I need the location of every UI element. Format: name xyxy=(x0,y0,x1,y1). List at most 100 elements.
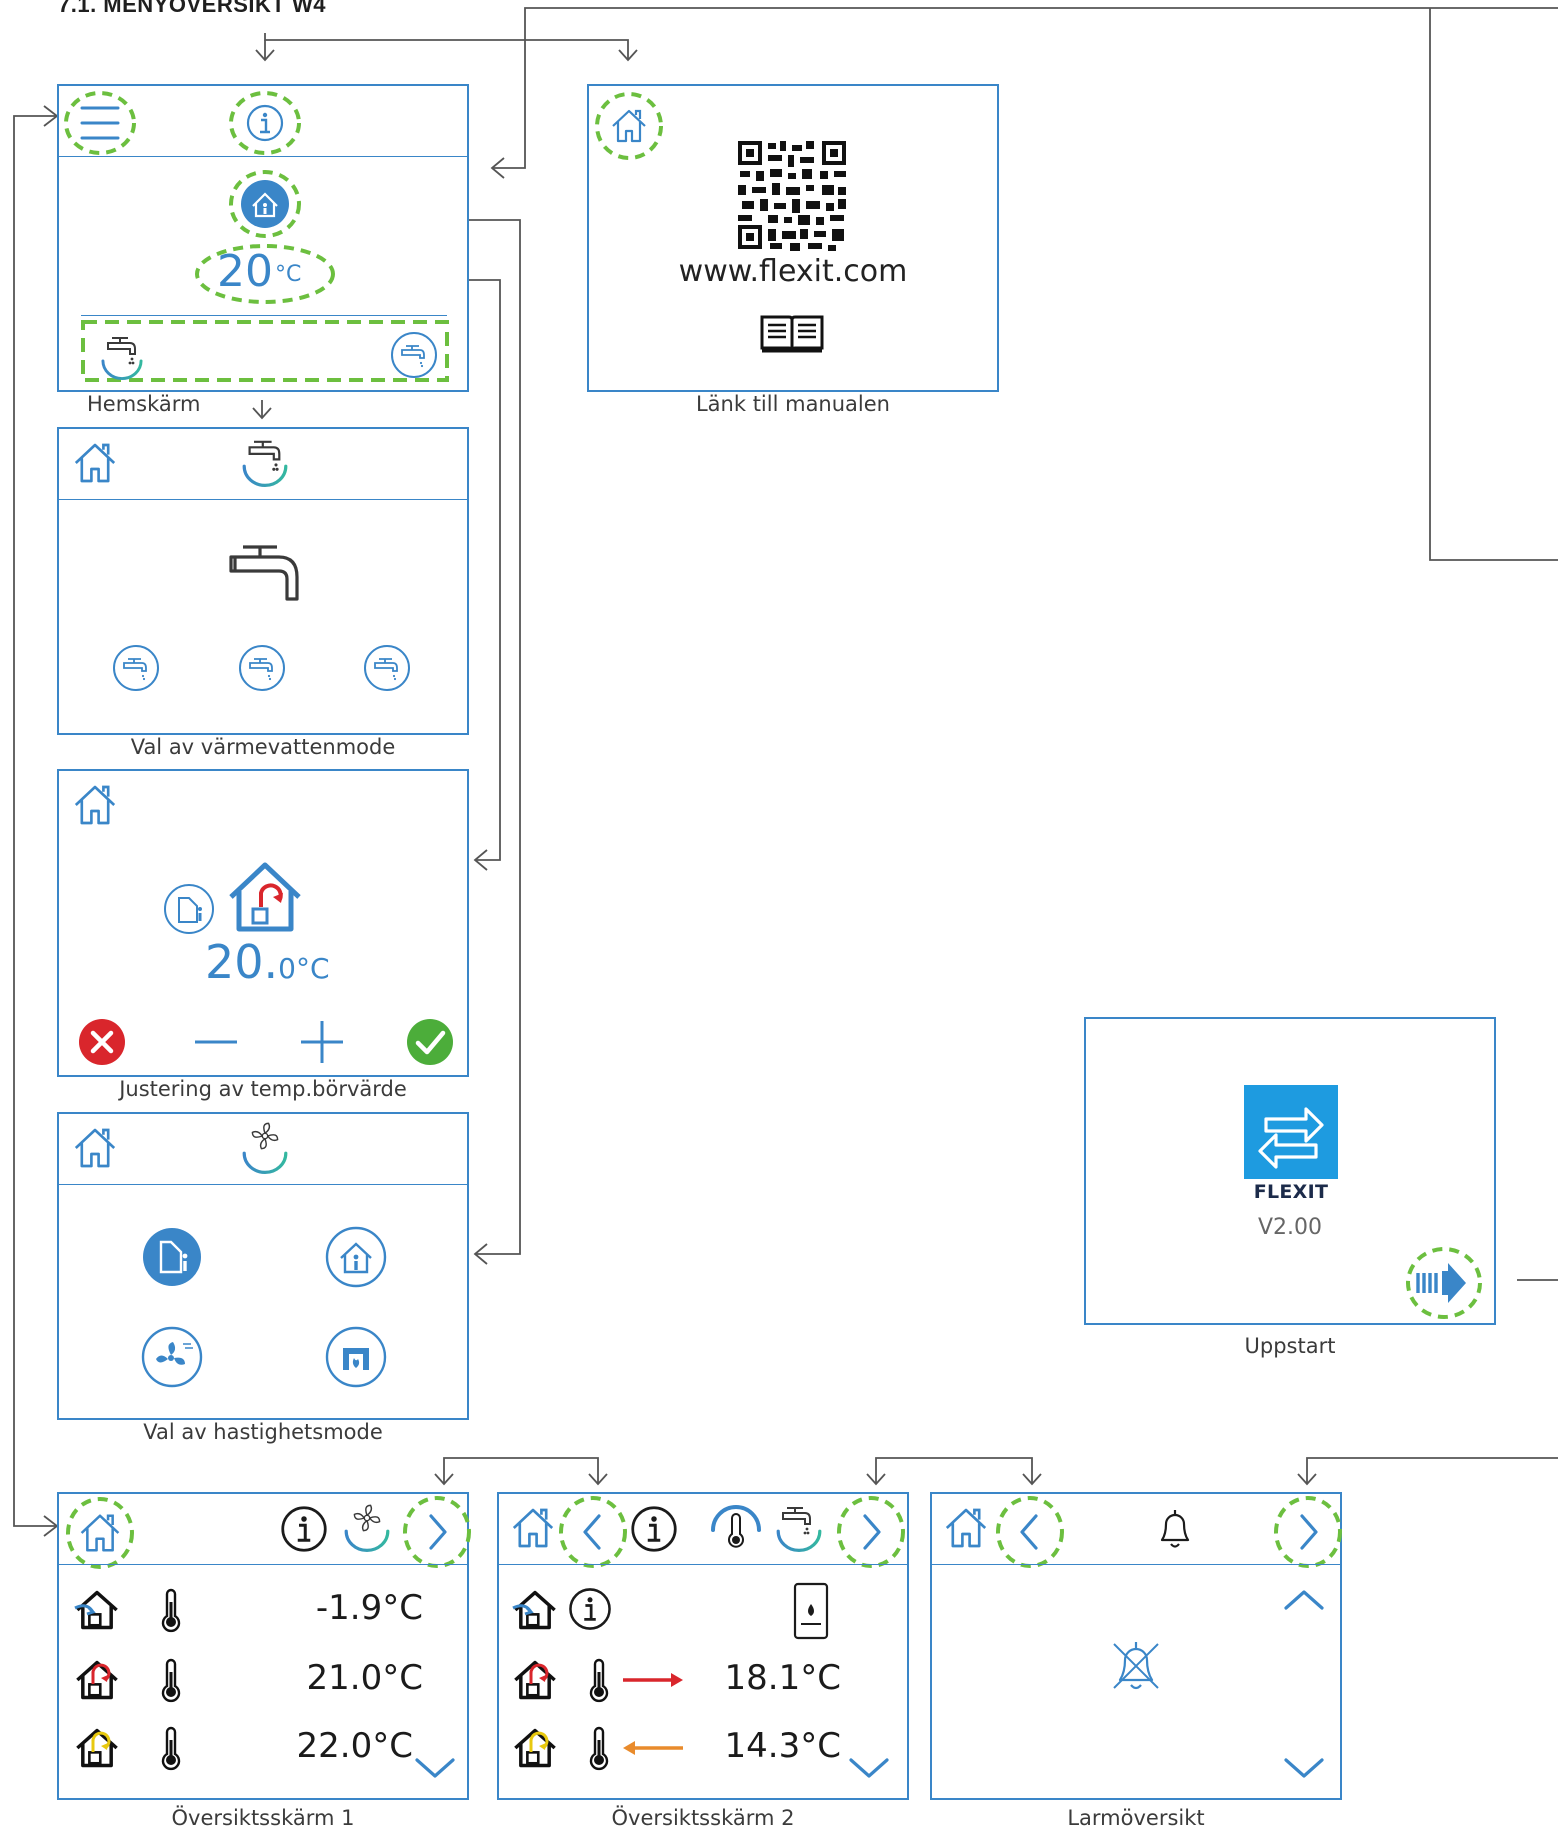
house-icon xyxy=(513,1660,557,1700)
extract-arrow-icon xyxy=(623,1741,683,1755)
home-icon[interactable] xyxy=(595,92,663,160)
away-mode-button[interactable] xyxy=(141,1226,203,1288)
chevron-down-icon[interactable] xyxy=(847,1756,891,1782)
header-divider xyxy=(59,1564,467,1565)
thermometer-icon xyxy=(161,1588,181,1633)
home-icon[interactable] xyxy=(942,1504,992,1554)
hot-water-screen xyxy=(57,427,469,735)
header-divider xyxy=(499,1564,907,1565)
thermometer-icon xyxy=(161,1658,181,1703)
home-icon[interactable] xyxy=(71,781,121,831)
chevron-right-icon[interactable] xyxy=(837,1494,905,1570)
info-icon[interactable] xyxy=(629,1504,679,1554)
chevron-left-icon[interactable] xyxy=(996,1494,1064,1570)
thermometer-icon xyxy=(589,1658,609,1703)
house-icon xyxy=(75,1728,119,1768)
manual-url[interactable]: www.flexit.com xyxy=(678,254,908,289)
setpoint-value: 20.0°C xyxy=(205,935,330,989)
away-icon[interactable] xyxy=(163,883,215,935)
temp-adjust-caption: Justering av temp.börvärde xyxy=(119,1077,407,1101)
startup-caption: Uppstart xyxy=(1244,1334,1336,1358)
speed-screen xyxy=(57,1112,469,1420)
home-icon[interactable] xyxy=(66,1497,134,1569)
plus-icon[interactable] xyxy=(297,1017,347,1067)
home-temperature[interactable]: 20 °C xyxy=(195,244,335,304)
manual-screen: www.flexit.com xyxy=(587,84,999,392)
house-icon xyxy=(74,1590,119,1630)
flexit-logo xyxy=(1244,1085,1338,1179)
page-heading: 7.1. MENYÖVERSIKT W4 xyxy=(58,0,326,17)
startup-screen: FLEXIT V2.00 xyxy=(1084,1017,1496,1325)
menu-icon[interactable] xyxy=(64,91,136,155)
temp-adjust-screen: 20.0°C xyxy=(57,769,469,1077)
version-label: V2.00 xyxy=(1257,1215,1323,1240)
header-divider xyxy=(59,499,467,500)
overview1-value: 22.0°C xyxy=(296,1726,413,1766)
cancel-icon[interactable] xyxy=(77,1017,127,1067)
tap-low-button[interactable] xyxy=(111,643,161,693)
home-mode-icon[interactable] xyxy=(229,170,301,238)
house-icon xyxy=(513,1728,557,1768)
fireplace-icon[interactable] xyxy=(325,1326,387,1388)
chevron-right-icon[interactable] xyxy=(403,1494,471,1570)
thermometer-icon xyxy=(711,1505,761,1548)
tap-large-icon xyxy=(229,545,299,601)
bell-muted-icon xyxy=(1113,1642,1159,1690)
tap-icon xyxy=(242,440,288,487)
forward-arrow-icon[interactable] xyxy=(1404,1245,1486,1321)
hot-water-bar[interactable] xyxy=(81,318,451,386)
chevron-right-icon[interactable] xyxy=(1274,1494,1342,1570)
info-icon[interactable] xyxy=(229,91,301,155)
boost-fan-icon[interactable] xyxy=(141,1326,203,1388)
fan-icon xyxy=(344,1504,390,1552)
home-screen: 20 °C xyxy=(57,84,469,392)
overview1-caption: Översiktsskärm 1 xyxy=(171,1806,355,1830)
house-icon xyxy=(512,1590,557,1630)
bell-icon xyxy=(1160,1510,1190,1548)
header-divider xyxy=(59,1184,467,1185)
overview2-caption: Översiktsskärm 2 xyxy=(611,1806,795,1830)
tap-circle-icon[interactable] xyxy=(389,330,439,380)
overview2-value: 14.3°C xyxy=(724,1726,841,1766)
tap-icon xyxy=(776,1507,822,1552)
alarm-screen xyxy=(930,1492,1342,1800)
tap-high-button[interactable] xyxy=(362,643,412,693)
water-tank-icon xyxy=(793,1582,829,1640)
chevron-up-icon[interactable] xyxy=(1282,1588,1326,1614)
minus-icon[interactable] xyxy=(191,1027,241,1057)
home-icon[interactable] xyxy=(71,439,121,489)
overview1-screen: -1.9°C 21.0°C 22.0°C xyxy=(57,1492,471,1800)
info-icon xyxy=(569,1588,611,1630)
home-icon[interactable] xyxy=(509,1504,559,1554)
manual-caption: Länk till manualen xyxy=(695,392,890,416)
brand-name: FLEXIT xyxy=(1253,1181,1329,1203)
info-icon[interactable] xyxy=(279,1504,329,1554)
supply-arrow-icon xyxy=(623,1673,683,1687)
book-icon xyxy=(760,315,824,353)
chevron-left-icon[interactable] xyxy=(559,1494,627,1570)
home-icon[interactable] xyxy=(71,1124,121,1174)
overview1-value: -1.9°C xyxy=(315,1588,423,1628)
overview2-screen: 18.1°C 14.3°C xyxy=(497,1492,909,1800)
tap-icon[interactable] xyxy=(97,330,147,380)
fan-icon xyxy=(242,1122,288,1174)
qr-code-icon[interactable] xyxy=(736,139,848,251)
home-caption: Hemskärm xyxy=(87,392,201,416)
alarm-caption: Larmöversikt xyxy=(1067,1806,1205,1830)
overview1-value: 21.0°C xyxy=(306,1658,423,1698)
house-return-icon xyxy=(229,862,301,932)
header-divider xyxy=(932,1564,1340,1565)
tap-medium-button[interactable] xyxy=(237,643,287,693)
footer-divider xyxy=(81,315,447,316)
header-divider xyxy=(59,156,467,157)
thermometer-icon xyxy=(589,1726,609,1771)
thermometer-icon xyxy=(161,1726,181,1771)
home-mode-button[interactable] xyxy=(325,1226,387,1288)
hot-water-caption: Val av värmevattenmode xyxy=(130,735,396,759)
chevron-down-icon[interactable] xyxy=(1282,1756,1326,1782)
speed-caption: Val av hastighetsmode xyxy=(143,1420,383,1444)
confirm-icon[interactable] xyxy=(405,1017,455,1067)
house-icon xyxy=(75,1660,119,1700)
overview2-value: 18.1°C xyxy=(724,1658,841,1698)
chevron-down-icon[interactable] xyxy=(413,1756,457,1782)
